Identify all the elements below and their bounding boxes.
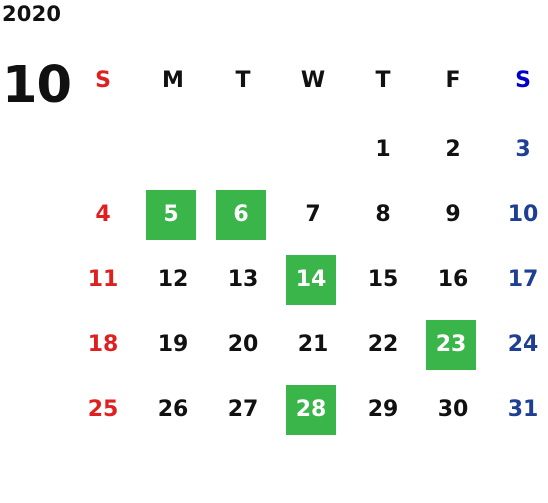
- day-cell[interactable]: 16: [437, 267, 469, 292]
- day-cell-saturday[interactable]: 31: [507, 397, 539, 422]
- weekday-header-thursday: T: [375, 68, 391, 93]
- day-cell[interactable]: 20: [227, 332, 259, 357]
- day-cell[interactable]: 13: [227, 267, 259, 292]
- day-cell[interactable]: 12: [157, 267, 189, 292]
- weekday-header-saturday: S: [515, 68, 531, 93]
- day-cell-highlighted[interactable]: 23: [426, 320, 476, 370]
- day-cell-sunday[interactable]: 11: [87, 267, 119, 292]
- day-cell[interactable]: 21: [297, 332, 329, 357]
- day-cell[interactable]: 19: [157, 332, 189, 357]
- day-cell[interactable]: 9: [445, 202, 461, 227]
- day-cell-saturday[interactable]: 24: [507, 332, 539, 357]
- day-cell-highlighted[interactable]: 6: [216, 190, 266, 240]
- day-cell-highlighted[interactable]: 5: [146, 190, 196, 240]
- weekday-header-sunday: S: [95, 68, 111, 93]
- day-cell-saturday[interactable]: 3: [515, 137, 531, 162]
- weekday-header-friday: F: [445, 68, 461, 93]
- calendar-year: 2020: [2, 2, 62, 26]
- day-cell[interactable]: 7: [305, 202, 321, 227]
- calendar-month: 10: [2, 56, 72, 115]
- day-cell[interactable]: 27: [227, 397, 259, 422]
- day-cell-highlighted[interactable]: 28: [286, 385, 336, 435]
- day-cell[interactable]: 15: [367, 267, 399, 292]
- day-cell[interactable]: 1: [375, 137, 391, 162]
- day-cell[interactable]: 22: [367, 332, 399, 357]
- day-cell[interactable]: 29: [367, 397, 399, 422]
- day-cell-saturday[interactable]: 10: [507, 202, 539, 227]
- day-cell[interactable]: 30: [437, 397, 469, 422]
- weekday-header-wednesday: W: [300, 68, 326, 93]
- day-cell-saturday[interactable]: 17: [507, 267, 539, 292]
- day-cell-highlighted[interactable]: 14: [286, 255, 336, 305]
- day-cell-sunday[interactable]: 25: [87, 397, 119, 422]
- weekday-header-tuesday: T: [235, 68, 251, 93]
- weekday-header-monday: M: [162, 68, 184, 93]
- day-cell-sunday[interactable]: 4: [95, 202, 111, 227]
- day-cell-sunday[interactable]: 18: [87, 332, 119, 357]
- day-cell[interactable]: 8: [375, 202, 391, 227]
- day-cell[interactable]: 2: [445, 137, 461, 162]
- day-cell[interactable]: 26: [157, 397, 189, 422]
